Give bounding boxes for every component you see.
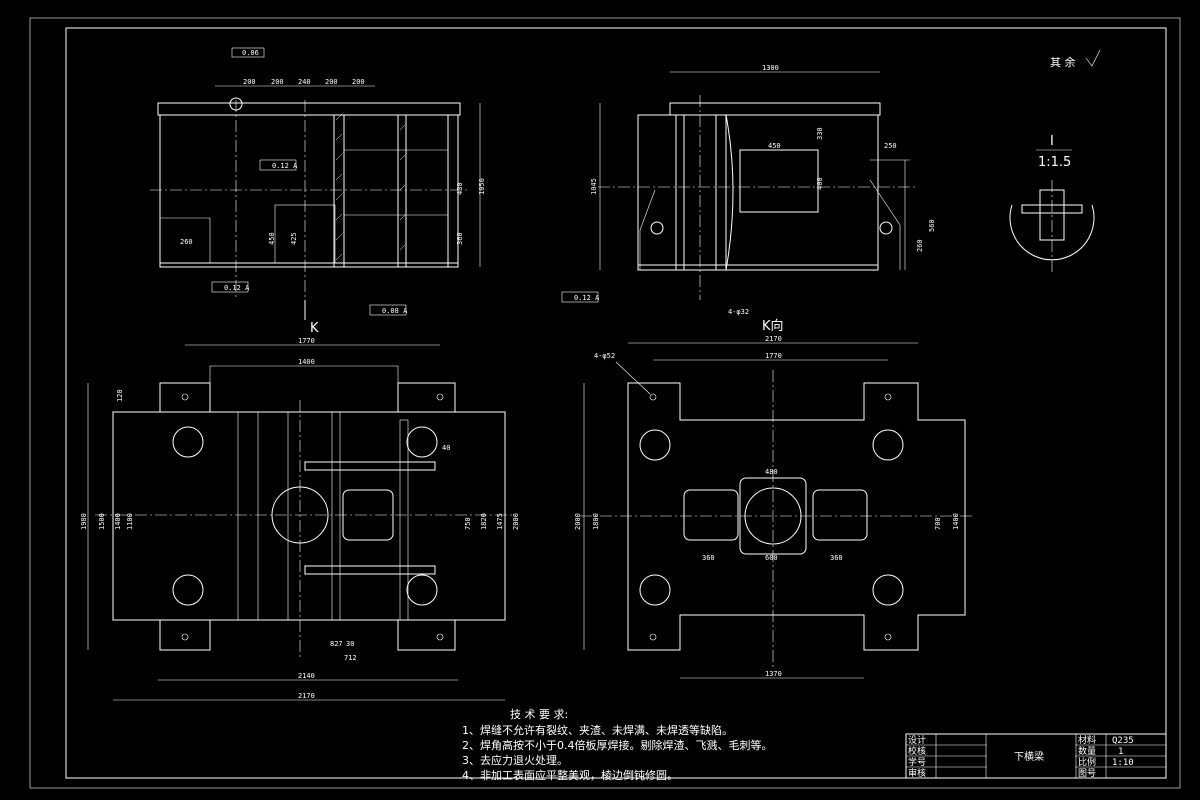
dim-front-200c: 200 (325, 78, 338, 86)
dim-side-250: 250 (884, 142, 897, 150)
note-4: 4、非加工表面应平整美观，棱边倒钝修圆。 (462, 768, 678, 782)
roughness-note: 其 余 (1050, 55, 1076, 69)
dim-side-330: 330 (816, 127, 824, 140)
dim-front-450: 450 (268, 232, 276, 245)
technical-notes: 技 术 要 求: 1、焊缝不允许有裂纹、夹渣、未焊满、未焊透等缺陷。 2、焊角高… (462, 708, 773, 782)
tb-qty-value: 1 (1118, 747, 1123, 757)
dim-plan-30: 30 (346, 640, 354, 648)
dim-plan-1475: 1475 (496, 513, 504, 530)
dim-front-height: 1050 (478, 178, 486, 195)
roughness-symbol-icon (1085, 49, 1101, 67)
notes-title: 技 术 要 求: (510, 708, 568, 721)
dim-side-1045: 1045 (590, 178, 598, 195)
dim-front-430: 430 (456, 182, 464, 195)
dim-side-400: 400 (816, 177, 824, 190)
outer-border (29, 17, 1181, 789)
dim-plan-1100: 1100 (126, 513, 134, 530)
dim-k-600: 600 (765, 554, 778, 562)
tb-drawing-no-label: 图号 (1078, 768, 1096, 779)
dim-front-200a: 200 (243, 78, 256, 86)
dim-plan-1400: 1400 (298, 358, 315, 366)
tb-material-value: Q235 (1112, 736, 1134, 746)
note-1: 1、焊缝不允许有裂纹、夹渣、未焊满、未焊透等缺陷。 (462, 723, 733, 737)
tb-scale-label: 比例 (1078, 756, 1096, 768)
dim-side-1300: 1300 (762, 64, 779, 72)
dim-plan-2170: 2170 (298, 692, 315, 700)
side-view: 1300 1045 450 400 330 250 560 260 4-φ32 … (561, 64, 936, 334)
dim-side-4phi32: 4-φ32 (728, 308, 749, 316)
dim-k-1800: 1800 (592, 513, 600, 530)
dim-plan-1400v: 1400 (114, 513, 122, 530)
detail-view: I 1:1.5 (1009, 134, 1095, 275)
dim-k-360a: 360 (702, 554, 715, 562)
dim-k-360b: 360 (830, 554, 843, 562)
dim-plan-750: 750 (464, 517, 472, 530)
detail-label: I (1050, 134, 1054, 149)
dim-plan-1770: 1770 (298, 337, 315, 345)
tb-scale-value: 1:10 (1112, 758, 1134, 768)
dim-front-360: 360 (456, 232, 464, 245)
dim-front-425: 425 (290, 232, 298, 245)
tb-material-label: 材料 (1078, 734, 1096, 746)
dim-front-240: 240 (298, 78, 311, 86)
front-view: 200 200 240 200 200 1050 430 360 450 425… (150, 47, 486, 336)
dim-k-4phi52: 4-φ52 (594, 352, 615, 360)
tb-qty-label: 数量 (1078, 745, 1096, 757)
dim-front-200d: 200 (352, 78, 365, 86)
dim-plan-712: 712 (344, 654, 357, 662)
dim-k-1400: 1400 (952, 513, 960, 530)
tol-frame-3: 0.12 A (574, 294, 600, 302)
dim-plan-40: 40 (442, 444, 450, 452)
dim-k-2170: 2170 (765, 335, 782, 343)
tol-frame-2: 0.12 A (224, 284, 250, 292)
dim-side-450: 450 (768, 142, 781, 150)
dim-plan-827: 827 (330, 640, 343, 648)
dim-plan-1820: 1820 (480, 513, 488, 530)
section-label-k: K (310, 321, 319, 336)
detail-scale: 1:1.5 (1038, 155, 1071, 170)
plan-view: 1770 1400 2140 2170 827 712 30 40 1980 1… (80, 337, 520, 701)
note-2: 2、焊角高按不小于0.4倍板厚焊接。剔除焊渣、飞溅、毛刺等。 (462, 738, 773, 752)
tb-row-check: 校核 (908, 745, 926, 757)
note-3: 3、去应力退火处理。 (462, 753, 568, 767)
dim-side-560: 560 (928, 219, 936, 232)
tb-part-name: 下横梁 (1014, 750, 1044, 763)
tol-frame-4: 0.08 A (382, 307, 408, 315)
dim-k-480: 480 (765, 468, 778, 476)
dim-plan-1980: 1980 (80, 513, 88, 530)
k-view-label: K向 (762, 318, 784, 334)
dim-plan-2000: 2000 (512, 513, 520, 530)
dim-plan-2140: 2140 (298, 672, 315, 680)
inner-border (65, 27, 1167, 779)
dim-plan-120: 120 (116, 389, 124, 402)
tol-frame-5: 0.06 (242, 49, 259, 57)
dim-k-700: 700 (934, 517, 942, 530)
dim-k-2000: 2000 (574, 513, 582, 530)
tb-row-review: 审核 (908, 767, 926, 779)
dim-k-1370: 1370 (765, 670, 782, 678)
tb-row-student: 学号 (908, 756, 926, 768)
dim-plan-1500: 1500 (98, 513, 106, 530)
tb-row-design: 设计 (908, 734, 926, 746)
title-block: 设计 校核 学号 审核 下横梁 材料 Q235 数量 1 比例 1:10 图号 (905, 733, 1167, 779)
dim-k-1770: 1770 (765, 352, 782, 360)
k-view: 2170 1770 1370 480 360 600 360 2000 1800… (574, 335, 975, 679)
dim-side-260: 260 (916, 239, 924, 252)
tol-frame-1: 0.12 A (272, 162, 298, 170)
dim-front-200b: 200 (271, 78, 284, 86)
dim-front-260: 260 (180, 238, 193, 246)
